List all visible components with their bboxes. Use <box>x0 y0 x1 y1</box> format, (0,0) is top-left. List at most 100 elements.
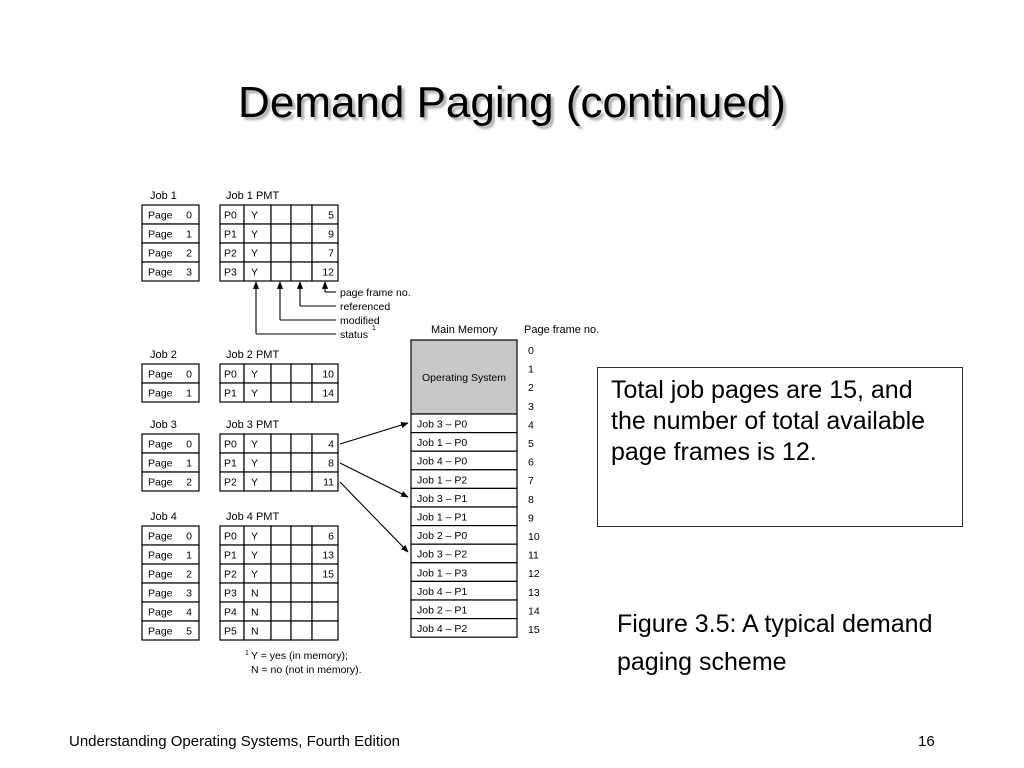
frame-number: 8 <box>528 494 534 506</box>
memory-frame-label: Job 1 – P3 <box>417 567 467 579</box>
legend-label: referenced <box>340 301 390 313</box>
frame-number: 11 <box>528 550 539 562</box>
pmt-cell <box>270 525 292 546</box>
pmt-page: P0 <box>224 531 237 543</box>
pmt-status: Y <box>251 210 258 222</box>
pmt-cell <box>290 471 313 492</box>
pmt-cell <box>290 382 313 403</box>
pmt-cell <box>290 582 313 603</box>
pmt-status: Y <box>251 229 258 241</box>
pmt-frame-number: 10 <box>322 369 334 381</box>
mapping-arrow <box>339 481 409 553</box>
memory-frame-label: Job 1 – P1 <box>417 512 467 524</box>
pmt-page: P1 <box>224 550 237 562</box>
pmt-cell <box>290 452 313 473</box>
job-page-word: Page <box>148 477 173 489</box>
job-page-number: 0 <box>186 369 192 381</box>
memory-frame <box>410 617 518 638</box>
pmt-cell <box>311 382 339 403</box>
pmt-status: Y <box>251 439 258 451</box>
footer-page-number: 16 <box>918 733 935 750</box>
job-label: Job 4 <box>150 511 177 523</box>
pmt-cell <box>311 471 339 492</box>
frame-number: 12 <box>528 568 540 580</box>
pmt-cell <box>290 261 313 282</box>
pmt-status: Y <box>251 477 258 489</box>
job-page-cell <box>141 620 200 641</box>
frame-number: 1 <box>528 364 534 376</box>
pmt-status: N <box>251 607 259 619</box>
job-page-number: 2 <box>186 569 192 581</box>
pmt-cell <box>311 620 339 641</box>
job-page-word: Page <box>148 607 173 619</box>
job-page-number: 3 <box>186 267 192 279</box>
pmt-cell <box>290 242 313 263</box>
pmt-page: P1 <box>224 388 237 400</box>
pmt-cell <box>290 223 313 244</box>
pmt-frame-number: 9 <box>328 229 334 241</box>
job-page-number: 2 <box>186 477 192 489</box>
pmt-status: N <box>251 588 259 600</box>
pmt-cell <box>290 620 313 641</box>
pmt-page: P2 <box>224 248 237 260</box>
pmt-cell <box>270 471 292 492</box>
pmt-cell <box>290 433 313 454</box>
pmt-cell <box>290 544 313 565</box>
pmt-status: Y <box>251 531 258 543</box>
pmt-page: P0 <box>224 369 237 381</box>
pmt-page: P3 <box>224 267 237 279</box>
frame-number: 10 <box>528 531 540 543</box>
job-page-word: Page <box>148 569 173 581</box>
frame-number: 7 <box>528 475 534 487</box>
pmt-cell <box>270 382 292 403</box>
job-page-number: 3 <box>186 588 192 600</box>
job-label: Job 2 <box>150 349 177 361</box>
job-page-word: Page <box>148 458 173 470</box>
frame-number: 13 <box>528 587 540 599</box>
pmt-frame-number: 7 <box>328 248 334 260</box>
pmt-page: P0 <box>224 439 237 451</box>
job-page-word: Page <box>148 588 173 600</box>
frame-number: 5 <box>528 438 534 450</box>
memory-frame-label: Job 3 – P1 <box>417 493 467 505</box>
pmt-cell <box>270 223 292 244</box>
frame-number: 9 <box>528 512 534 524</box>
pmt-cell <box>270 582 292 603</box>
legend-label: modified <box>340 315 380 327</box>
pmt-cell <box>290 525 313 546</box>
pmt-cell <box>311 204 339 225</box>
job-page-number: 5 <box>186 626 192 638</box>
frame-number: 14 <box>528 605 540 617</box>
pmt-cell <box>311 223 339 244</box>
job-page-word: Page <box>148 229 173 241</box>
pmt-page: P1 <box>224 458 237 470</box>
os-region <box>410 339 518 415</box>
job-page-number: 4 <box>186 607 192 619</box>
pmt-page: P2 <box>224 569 237 581</box>
job-page-word: Page <box>148 531 173 543</box>
pmt-cell <box>270 452 292 473</box>
pmt-status: Y <box>251 550 258 562</box>
memory-frame-label: Job 4 – P1 <box>417 586 467 598</box>
memory-frame-label: Job 3 – P2 <box>417 549 467 561</box>
pmt-label: Job 2 PMT <box>226 349 279 361</box>
job-page-word: Page <box>148 550 173 562</box>
job-page-word: Page <box>148 267 173 279</box>
job-page-number: 1 <box>186 550 192 562</box>
job-page-number: 0 <box>186 439 192 451</box>
pmt-frame-number: 13 <box>322 550 334 562</box>
job-label: Job 1 <box>150 190 177 202</box>
job-page-number: 1 <box>186 229 192 241</box>
pmt-cell <box>311 582 339 603</box>
pmt-cell <box>290 563 313 584</box>
frame-number: 6 <box>528 457 534 469</box>
pmt-frame-number: 15 <box>322 569 334 581</box>
pmt-frame-number: 11 <box>323 477 334 489</box>
job-page-word: Page <box>148 248 173 260</box>
legend-label: status <box>340 329 368 341</box>
frame-number: 4 <box>528 419 534 431</box>
memory-frame-label: Job 3 – P0 <box>417 419 467 431</box>
pmt-cell <box>311 261 339 282</box>
footer-book-title: Understanding Operating Systems, Fourth … <box>69 733 401 750</box>
